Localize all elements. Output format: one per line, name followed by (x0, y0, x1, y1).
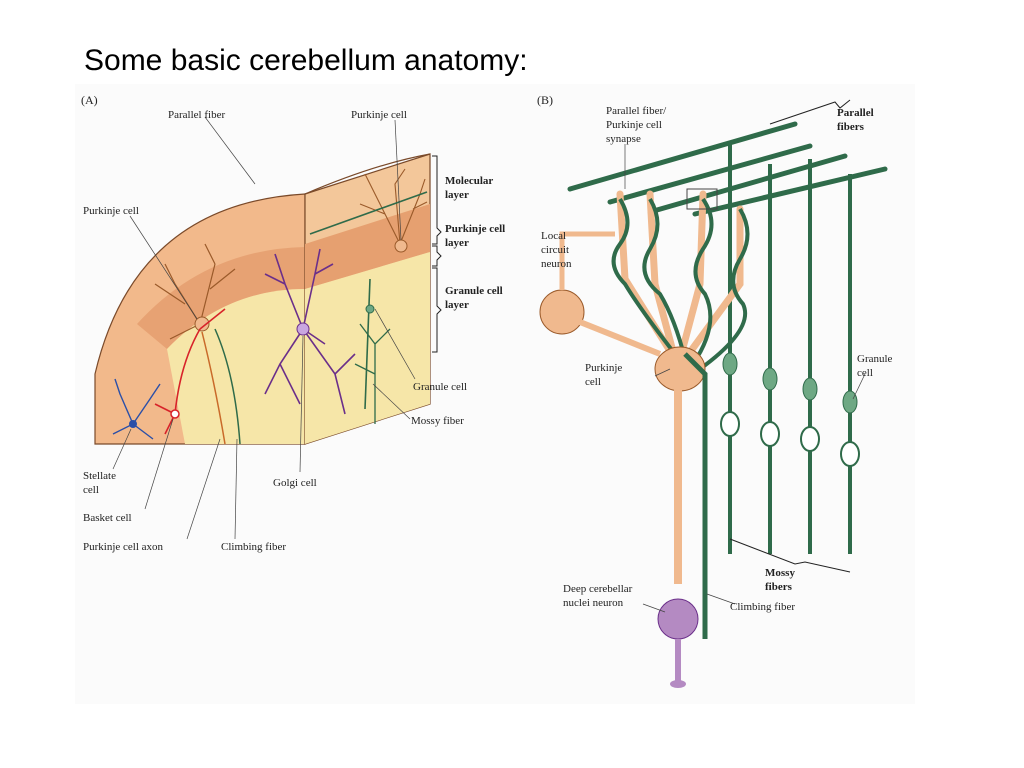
label-purkinje-layer-1: Purkinje cell (445, 223, 505, 235)
label-purkinje-cell-top: Purkinje cell (351, 109, 407, 121)
purkinje-cell-left-soma (194, 316, 210, 332)
purkinje-cell-axon-line (201, 331, 226, 445)
stellate-cell-processes (112, 378, 161, 440)
label-local-circuit-2: circuit (541, 244, 569, 256)
label-purkinje-layer-2: layer (445, 237, 469, 249)
label-climbing-fiber-b: Climbing fiber (730, 601, 795, 613)
purkinje-band-curved (137, 247, 305, 349)
mossy-fiber-columns (728, 144, 852, 554)
label-mossy-fiber: Mossy fiber (411, 415, 464, 427)
deep-nuclei-neuron-soma (657, 598, 699, 640)
climbing-fiber-wraps (611, 197, 750, 371)
golgi-cell-soma (296, 322, 310, 336)
label-granule-b-1: Granule (857, 353, 893, 365)
label-deep-nuclei-2: nuclei neuron (563, 597, 624, 609)
label-granule-b-2: cell (857, 367, 873, 379)
panel-a-leader-lines (112, 116, 416, 540)
label-climbing-fiber-a: Climbing fiber (221, 541, 286, 553)
label-purkinje-b-1: Purkinje (585, 362, 622, 374)
parallel-fiber-line (309, 191, 428, 235)
granule-cell-axon (364, 278, 371, 410)
label-purkinje-cell-left: Purkinje cell (83, 205, 139, 217)
label-molecular-layer-1: Molecular (445, 175, 493, 187)
cerebellum-figure: (A) (75, 84, 915, 704)
figure-svg: (A) (75, 84, 915, 704)
label-purkinje-b-2: cell (585, 376, 601, 388)
top-edge (304, 153, 431, 195)
label-purkinje-cell-axon: Purkinje cell axon (83, 541, 164, 553)
label-golgi-cell: Golgi cell (273, 477, 317, 489)
slide-title: Some basic cerebellum anatomy: (84, 44, 528, 77)
mossy-rosettes (720, 411, 860, 467)
label-granule-layer-2: layer (445, 299, 469, 311)
panel-b: (B) (537, 93, 893, 688)
label-mossy-fibers-2: fibers (765, 581, 793, 593)
climbing-fiber-b (683, 352, 708, 639)
label-basket-cell: Basket cell (83, 512, 132, 524)
layer-brackets (432, 155, 442, 353)
label-local-circuit-3: neuron (541, 258, 572, 270)
local-circuit-neuron-soma (539, 289, 585, 335)
panel-b-brackets (729, 99, 851, 573)
synapse-highlight-box (686, 188, 718, 210)
climbing-fiber-line (214, 328, 241, 445)
label-local-circuit-1: Local (541, 230, 566, 242)
local-circuit-neuron-dendrite (559, 231, 615, 290)
panel-b-letter: (B) (537, 93, 553, 107)
panel-a-letter: (A) (81, 93, 98, 107)
label-stellate-cell-1: Stellate (83, 470, 116, 482)
label-deep-nuclei-1: Deep cerebellar (563, 583, 633, 595)
label-parallel-fiber: Parallel fiber (168, 109, 225, 121)
label-synapse-1: Parallel fiber/ (606, 105, 667, 117)
label-granule-layer-1: Granule cell (445, 285, 503, 297)
golgi-cell-processes (264, 248, 356, 415)
basket-cell-soma (170, 409, 180, 419)
label-synapse-2: Purkinje cell (606, 119, 662, 131)
purkinje-cell-top-soma (394, 239, 408, 253)
label-parallel-fibers-2: fibers (837, 121, 865, 133)
label-stellate-cell-2: cell (83, 484, 99, 496)
label-synapse-3: synapse (606, 133, 641, 145)
deep-nuclei-neuron-terminal (670, 680, 686, 688)
panel-a: (A) (81, 93, 505, 553)
granule-cell-soma-a (365, 304, 375, 314)
label-molecular-layer-2: layer (445, 189, 469, 201)
purkinje-cell-top-dendrites (359, 168, 428, 245)
basket-cell-processes (154, 308, 226, 435)
label-granule-cell-a: Granule cell (413, 381, 467, 393)
granule-cells-b (722, 352, 858, 414)
panel-b-leader-lines (624, 144, 866, 613)
stellate-cell-soma (129, 420, 137, 428)
parallel-fibers-group (567, 121, 888, 217)
label-mossy-fibers-1: Mossy (765, 567, 795, 579)
label-parallel-fibers-1: Parallel (837, 107, 874, 119)
local-circuit-neuron-axon (578, 319, 662, 357)
